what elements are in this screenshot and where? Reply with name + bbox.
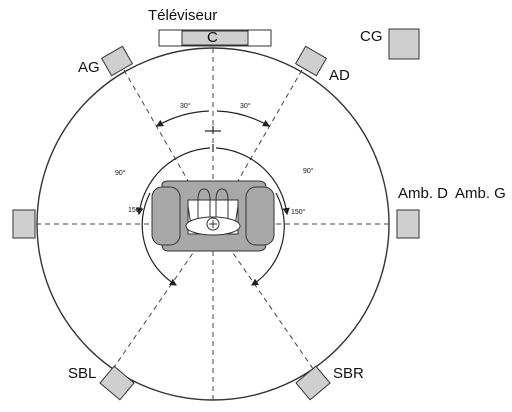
center-speaker-label: C [207, 29, 218, 46]
angle-label-back-right: 150° [291, 209, 306, 216]
surround-back-right-speaker [295, 365, 331, 401]
surround-back-right-label: SBR [333, 365, 364, 382]
angle-label-side-right: 90° [303, 168, 314, 175]
surround-back-left-label: SBL [68, 365, 97, 382]
arc-150-right [250, 192, 285, 286]
center-speaker [181, 30, 249, 46]
sofa-left-arm [151, 186, 181, 246]
angle-arcs [136, 110, 290, 286]
surround-left-label: Amb. G [455, 185, 506, 202]
listening-seat [151, 180, 275, 252]
surround-back-left-speaker [99, 365, 135, 401]
arc-front-left [155, 110, 210, 127]
sofa-right-arm [245, 186, 275, 246]
angle-tick-marks [205, 126, 221, 152]
television [158, 29, 272, 47]
cg-speaker-label: CG [360, 28, 383, 45]
arc-150-left [141, 192, 178, 286]
cg-speaker [388, 28, 420, 60]
arc-front-right [216, 110, 271, 127]
right-leg [215, 188, 229, 232]
arc-90-left [136, 147, 211, 216]
left-side-speaker [12, 209, 36, 239]
front-right-speaker-label: AD [329, 67, 350, 84]
front-left-speaker [100, 45, 134, 77]
angle-label-back-left: 150° [128, 207, 143, 214]
right-side-speaker [396, 209, 420, 239]
angle-label-front-right: 30° [240, 103, 251, 110]
angle-label-side-left: 90° [115, 170, 126, 177]
arc-90-right [215, 147, 290, 216]
tv-label: Téléviseur [148, 7, 218, 24]
left-leg [197, 188, 211, 232]
front-left-speaker-label: AG [78, 59, 100, 76]
surround-right-label: Amb. D [398, 185, 449, 202]
angle-label-front-left: 30° [180, 103, 191, 110]
front-right-speaker [294, 45, 328, 77]
